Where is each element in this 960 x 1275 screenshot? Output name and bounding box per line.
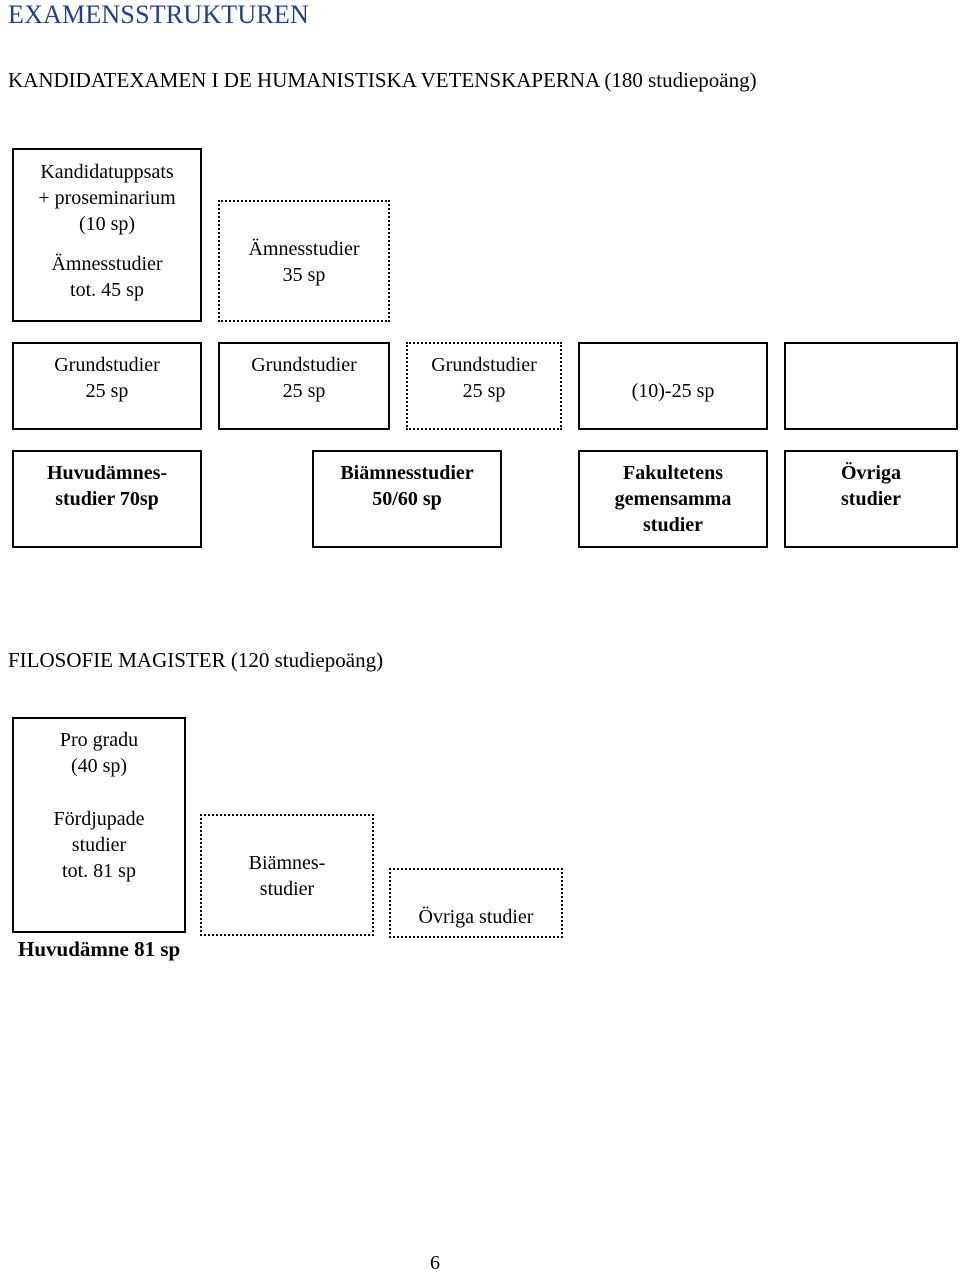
pro-gradu-box: Pro gradu (40 sp) Fördjupade studier tot…	[12, 717, 186, 933]
pro-gradu-line-2: (40 sp)	[70, 755, 128, 777]
other-studies-line-1: Övriga	[841, 462, 901, 484]
basic-2-credits: 25 sp	[282, 380, 326, 402]
main-subject-line-1: Huvudämnes-	[46, 462, 168, 484]
thesis-line-2: + proseminarium	[38, 187, 176, 209]
faculty-common-line-3: studier	[643, 514, 703, 536]
main-subject-credits-label: Huvudämne 81 sp	[18, 937, 181, 961]
faculty-common-box: Fakultetens gemensamma studier	[578, 450, 768, 548]
faculty-common-line-2: gemensamma	[614, 488, 732, 510]
basic-studies-box-1: Grundstudier 25 sp	[12, 342, 202, 430]
basic-1-label: Grundstudier	[54, 354, 160, 376]
master-minor-line-2: studier	[259, 878, 315, 900]
master-minor-box: Biämnes- studier	[200, 814, 374, 936]
other-studies-line-2: studier	[841, 488, 901, 510]
thesis-line-5: tot. 45 sp	[70, 279, 144, 301]
subject-studies-label: Ämnesstudier	[248, 238, 360, 260]
basic-3-label: Grundstudier	[431, 354, 537, 376]
pro-gradu-line-3: Fördjupade	[53, 808, 145, 830]
subject-studies-box: Ämnesstudier 35 sp	[218, 200, 390, 322]
thesis-line-1: Kandidatuppsats	[40, 161, 174, 183]
page-heading: EXAMENSSTRUKTUREN	[8, 0, 309, 29]
faculty-credits-text: (10)-25 sp	[631, 380, 715, 402]
minor-subject-box: Biämnesstudier 50/60 sp	[312, 450, 502, 548]
basic-studies-box-3: Grundstudier 25 sp	[406, 342, 562, 430]
other-empty-box	[784, 342, 958, 430]
minor-subject-line-1: Biämnesstudier	[340, 462, 474, 484]
main-subject-line-2: studier 70sp	[55, 488, 159, 510]
thesis-box: Kandidatuppsats + proseminarium (10 sp) …	[12, 148, 202, 322]
basic-2-label: Grundstudier	[251, 354, 357, 376]
master-other-box: Övriga studier	[389, 868, 563, 938]
page-number: 6	[430, 1252, 440, 1274]
bachelor-title: KANDIDATEXAMEN I DE HUMANISTISKA VETENSK…	[8, 68, 757, 92]
thesis-line-3: (10 sp)	[78, 213, 136, 235]
subject-studies-credits: 35 sp	[282, 264, 326, 286]
master-minor-line-1: Biämnes-	[248, 852, 326, 874]
faculty-common-line-1: Fakultetens	[623, 462, 723, 484]
faculty-credits-box: (10)-25 sp	[578, 342, 768, 430]
basic-3-credits: 25 sp	[462, 380, 506, 402]
master-title: FILOSOFIE MAGISTER (120 studiepoäng)	[8, 648, 384, 672]
thesis-line-4: Ämnesstudier	[51, 253, 163, 275]
main-subject-box: Huvudämnes- studier 70sp	[12, 450, 202, 548]
minor-subject-line-2: 50/60 sp	[372, 488, 442, 510]
basic-studies-box-2: Grundstudier 25 sp	[218, 342, 390, 430]
master-other-label: Övriga studier	[418, 906, 534, 928]
pro-gradu-line-5: tot. 81 sp	[62, 860, 136, 882]
pro-gradu-line-1: Pro gradu	[59, 729, 139, 751]
basic-1-credits: 25 sp	[85, 380, 129, 402]
other-studies-box: Övriga studier	[784, 450, 958, 548]
pro-gradu-line-4: studier	[71, 834, 127, 856]
